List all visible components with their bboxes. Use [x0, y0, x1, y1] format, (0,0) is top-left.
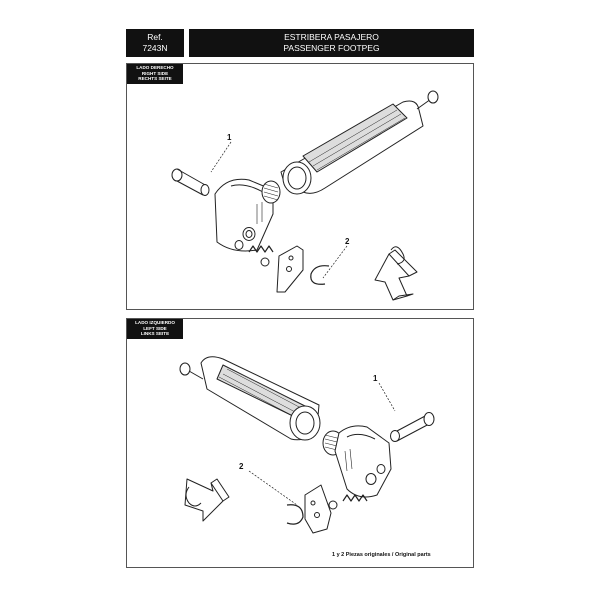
- side-label-line: RECHTS SEITE: [138, 76, 172, 82]
- step-plate: [304, 484, 332, 534]
- retaining-clip: [286, 504, 304, 525]
- reference-label: Ref.: [147, 32, 163, 42]
- callout-1: 1: [227, 133, 232, 142]
- spring-ball: [260, 257, 270, 267]
- callout-2: 2: [345, 237, 350, 246]
- pivot-pin: [171, 168, 210, 196]
- side-label-right: LADO DERECHO RIGHT SIDE RECHTS SEITE: [127, 64, 183, 84]
- mount-bracket: [214, 178, 274, 252]
- spring: [342, 494, 368, 502]
- spring-ball: [328, 500, 338, 510]
- side-label-line: LADO IZQUIERDO: [135, 320, 175, 325]
- right-side-panel: LADO DERECHO RIGHT SIDE RECHTS SEITE: [126, 63, 474, 310]
- end-pin: [416, 90, 439, 110]
- title-english: PASSENGER FOOTPEG: [283, 43, 380, 53]
- title-spanish: ESTRIBERA PASAJERO: [284, 32, 379, 42]
- retaining-clip: [310, 265, 330, 285]
- side-label-line: LEFT SIDE: [143, 325, 167, 331]
- side-label-line: LINKS SEITE: [140, 331, 170, 337]
- reference-box: Ref. 7243N: [126, 29, 184, 57]
- reference-code: 7243N: [142, 43, 168, 53]
- mount-bracket: [334, 425, 392, 498]
- direction-arrow-icon: [374, 246, 418, 301]
- original-parts-footnote: 1 y 2 Piezas originales / Original parts: [332, 552, 431, 558]
- ribbed-hub: [261, 180, 281, 204]
- footpeg-body: [280, 100, 424, 195]
- end-pin: [179, 362, 204, 380]
- spring: [248, 245, 274, 253]
- right-footpeg-diagram: 1 2: [171, 90, 439, 301]
- side-label-line: LADO DERECHO: [136, 65, 174, 70]
- left-footpeg-diagram: 1 2: [179, 356, 435, 534]
- direction-arrow-icon: [184, 478, 230, 522]
- side-label-left: LADO IZQUIERDO LEFT SIDE LINKS SEITE: [127, 319, 183, 339]
- step-plate: [276, 245, 304, 293]
- callout-1: 1: [373, 374, 378, 383]
- title-box: ESTRIBERA PASAJERO PASSENGER FOOTPEG: [189, 29, 474, 57]
- callout-2: 2: [239, 462, 244, 471]
- left-side-panel: LADO IZQUIERDO LEFT SIDE LINKS SEITE: [126, 318, 474, 568]
- side-label-line: RIGHT SIDE: [141, 70, 169, 76]
- pivot-pin: [390, 412, 435, 442]
- footpeg-body: [200, 356, 321, 441]
